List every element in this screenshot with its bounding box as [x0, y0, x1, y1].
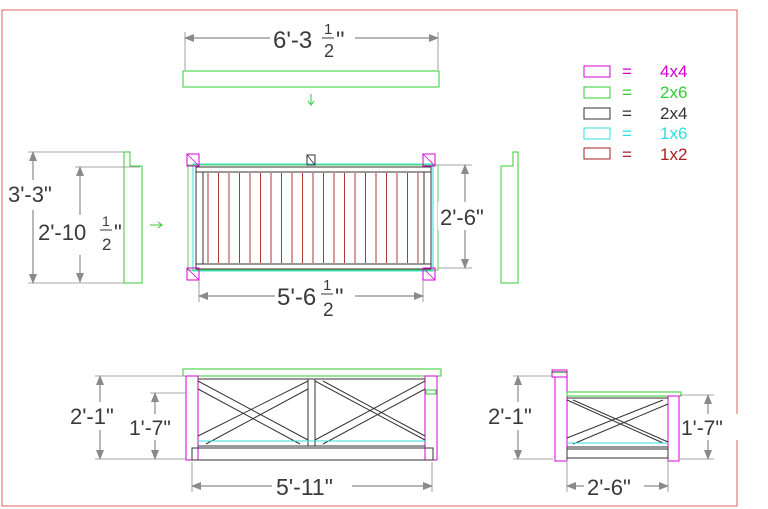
dim-label-plan-width: 5'-6 — [277, 284, 316, 311]
dim-label-front-width: 5'-11" — [276, 474, 333, 500]
legend-label-1x6: 1x6 — [660, 124, 687, 143]
legend-label-4x4: 4x4 — [660, 62, 687, 81]
legend-label-2x6: 2x6 — [660, 83, 687, 102]
top-rail-2x6 — [182, 70, 440, 88]
legend-swatch-2x4 — [583, 107, 611, 120]
legend-eq: = — [622, 104, 632, 123]
side-post-profile-right — [500, 151, 519, 284]
side-post-profile — [123, 151, 143, 284]
legend-swatch-4x4 — [583, 65, 611, 78]
dim-label-end-outer: 2'-1" — [488, 404, 532, 429]
dim-label-top-width: 6'-3 — [273, 27, 312, 54]
end-top-2x6 — [551, 369, 568, 378]
end-post-4x4 — [554, 376, 568, 462]
legend-eq: = — [622, 83, 632, 102]
plan-frame-2x4 — [195, 166, 432, 270]
sheet-border — [1, 9, 738, 507]
post-4x4 — [422, 267, 436, 281]
dim-fraction-den: 2 — [102, 235, 111, 254]
legend-swatch-2x6 — [583, 86, 611, 99]
front-post-4x4 — [185, 375, 199, 461]
post-4x4 — [186, 153, 200, 167]
dim-label-end-width: 2'-6" — [587, 475, 631, 500]
dim-label-plan-depth: 2'-6" — [440, 205, 484, 230]
top-rail-view: 6'-3 1 2 " — [182, 21, 440, 106]
front-top-2x6 — [182, 368, 442, 377]
dim-label-side-inner: 2'-10 — [38, 220, 86, 245]
legend-eq: = — [622, 145, 632, 164]
legend-swatch-1x6 — [583, 127, 611, 140]
right-side-view — [500, 151, 519, 284]
plan-skirt-1x6 — [192, 163, 434, 272]
post-4x4 — [422, 153, 436, 167]
dim-fraction-den: 2 — [323, 300, 334, 321]
dim-inch-mark: " — [335, 284, 344, 311]
dim-fraction-num: 1 — [323, 277, 331, 294]
left-side-view: 3'-3" 2'-10 1 2 " — [6, 151, 163, 284]
front-elevation: 2'-1" 1'-7" 5'-11" — [68, 368, 442, 500]
legend-eq: = — [622, 62, 632, 81]
post-4x4 — [186, 267, 200, 281]
dim-inch-mark: " — [336, 27, 345, 54]
legend: = 4x4 = 2x6 = 2x4 = 1x6 = 1x2 — [583, 62, 687, 164]
legend-label-1x2: 1x2 — [660, 145, 687, 164]
dim-label-front-inner: 1'-7" — [129, 417, 171, 440]
dim-label-front-outer: 2'-1" — [70, 404, 114, 429]
end-post-4x4 — [667, 395, 680, 462]
dim-fraction-num: 1 — [324, 21, 332, 38]
dim-fraction-den: 2 — [324, 41, 334, 61]
legend-eq: = — [622, 124, 632, 143]
dim-label-end-inner: 1'-7" — [681, 417, 723, 440]
plan-slats-1x2 — [207, 173, 419, 263]
dim-inch-mark: " — [114, 220, 122, 245]
legend-label-2x4: 2x4 — [660, 104, 687, 123]
dim-fraction-num: 1 — [102, 213, 110, 229]
dim-label-side-outer: 3'-3" — [8, 182, 52, 207]
end-elevation: 2'-1" 1'-7" 2'-6" — [486, 369, 738, 500]
center-post-2x4 — [306, 154, 316, 166]
plan-view: 2'-6" 5'-6 1 2 " — [186, 153, 496, 321]
legend-swatch-1x2 — [583, 147, 611, 160]
front-post-4x4 — [424, 375, 438, 461]
